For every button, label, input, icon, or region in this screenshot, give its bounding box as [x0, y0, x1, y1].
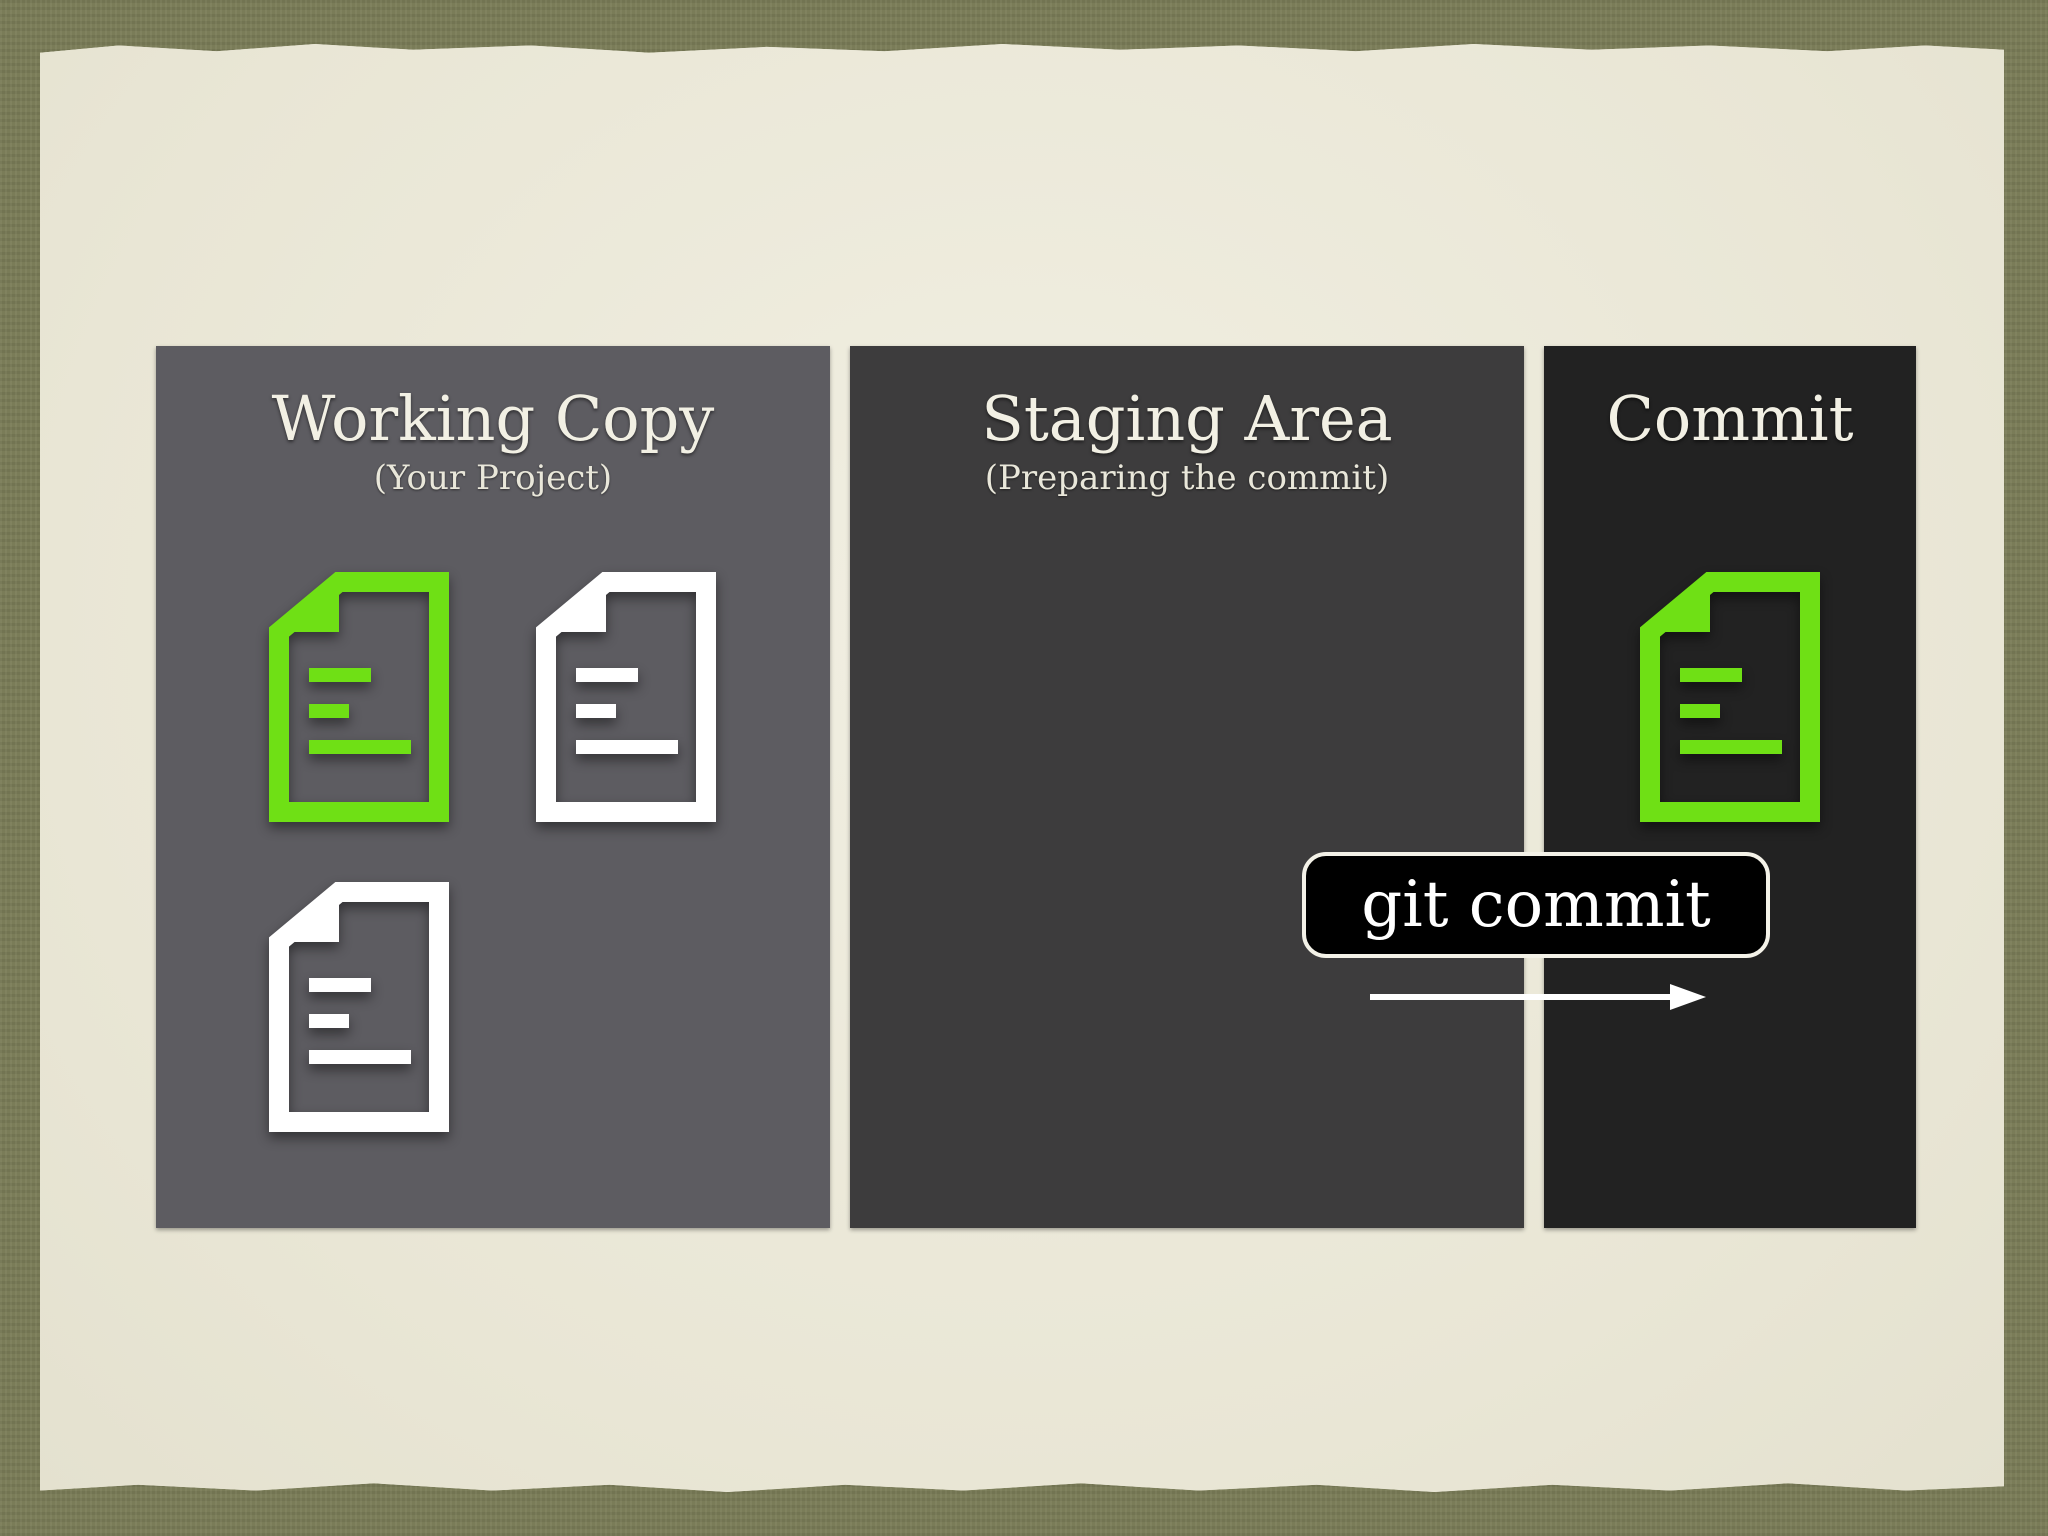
git-commit-label: git commit: [1302, 852, 1770, 958]
staging-area-panel: Staging Area (Preparing the commit): [850, 346, 1524, 1228]
committed-file-icon: [1640, 572, 1820, 822]
modified-file-icon: [269, 572, 449, 822]
working-copy-subtitle: (Your Project): [373, 458, 613, 498]
unmodified-file-icon: [269, 882, 449, 1132]
working-copy-title: Working Copy: [271, 382, 715, 455]
commit-title: Commit: [1606, 382, 1854, 455]
unmodified-file-icon: [536, 572, 716, 822]
working-copy-panel: Working Copy (Your Project): [156, 346, 830, 1228]
staging-area-title: Staging Area: [981, 382, 1393, 455]
commit-panel: Commit: [1544, 346, 1916, 1228]
arrow-right-icon: [1370, 984, 1706, 1010]
staging-area-subtitle: (Preparing the commit): [984, 458, 1390, 498]
